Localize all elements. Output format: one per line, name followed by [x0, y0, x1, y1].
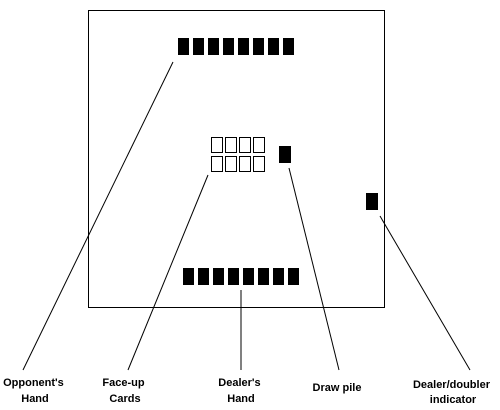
opponent-card: [253, 38, 264, 55]
label-face-up-cards: Face-up Cards: [102, 377, 147, 405]
opponent-card: [268, 38, 279, 55]
label-dealers-hand: Dealer's Hand: [218, 377, 263, 405]
dealer-card: [198, 268, 209, 285]
dealer-card: [213, 268, 224, 285]
face-up-card: [211, 156, 223, 172]
leader-line-opponents-hand: [22, 61, 174, 371]
face-up-card: [239, 156, 251, 172]
face-up-card: [253, 156, 265, 172]
opponent-card: [223, 38, 234, 55]
face-up-card: [211, 137, 223, 153]
opponent-card: [283, 38, 294, 55]
face-up-card: [239, 137, 251, 153]
face-up-cards: [211, 137, 265, 172]
opponent-card: [193, 38, 204, 55]
label-opponents-hand: Opponent's Hand: [3, 377, 67, 405]
face-up-card: [225, 156, 237, 172]
opponent-card: [238, 38, 249, 55]
dealers-hand: [183, 268, 299, 285]
face-up-card: [253, 137, 265, 153]
dealer-card: [183, 268, 194, 285]
opponent-card: [178, 38, 189, 55]
dealer-card: [288, 268, 299, 285]
dealer-doubler-indicator-card: [366, 193, 378, 210]
dealer-card: [273, 268, 284, 285]
dealer-card: [243, 268, 254, 285]
label-dealer-doubler-indicator: Dealer/doubler indicator: [413, 379, 493, 406]
face-up-card: [225, 137, 237, 153]
leader-line-draw-pile: [288, 167, 340, 371]
dealer-card: [258, 268, 269, 285]
leader-line-face-up-cards: [127, 174, 209, 371]
opponent-card: [208, 38, 219, 55]
leader-line-dealer-doubler-indicator: [379, 215, 471, 371]
opponents-hand: [178, 38, 294, 55]
label-draw-pile: Draw pile: [313, 382, 362, 394]
dealer-card: [228, 268, 239, 285]
draw-pile-card: [279, 146, 291, 163]
